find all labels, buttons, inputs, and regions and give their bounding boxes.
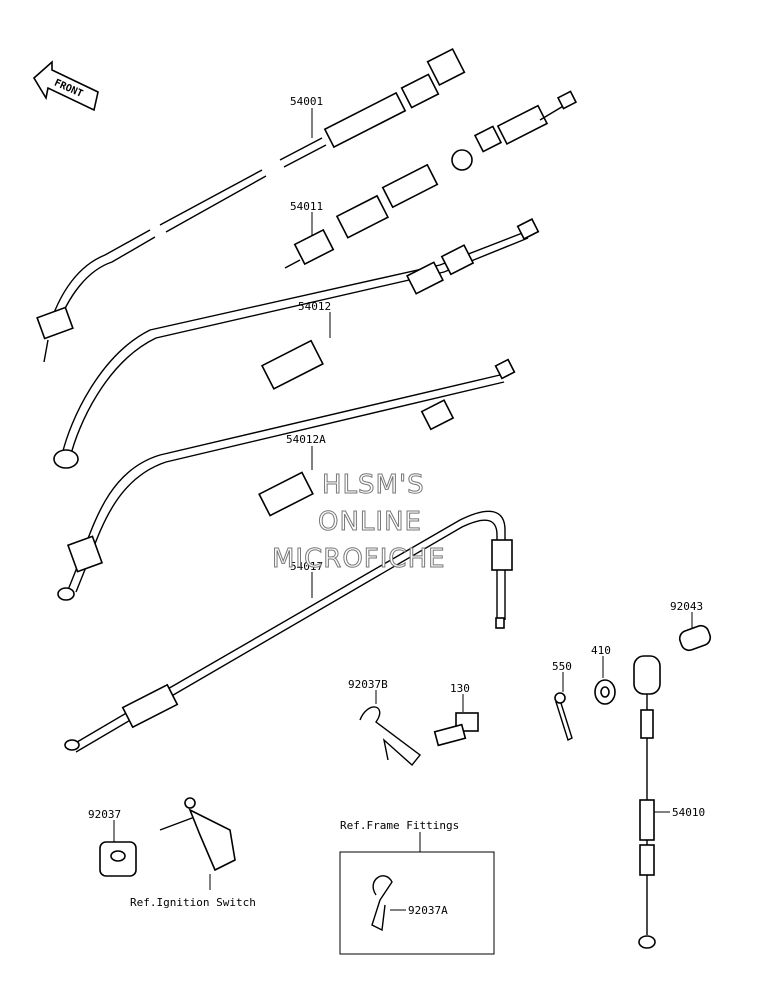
ref-frame-fittings: Ref.Frame Fittings <box>340 819 459 832</box>
label-92037A: 92037A <box>408 904 448 917</box>
ignition-bracket <box>159 797 236 872</box>
label-92043: 92043 <box>670 600 703 613</box>
label-92037: 92037 <box>88 808 121 821</box>
label-54012: 54012 <box>298 300 331 313</box>
label-54001: 54001 <box>290 95 323 108</box>
cable-54012A <box>57 358 516 601</box>
cable-54011 <box>284 90 578 269</box>
label-410: 410 <box>591 644 611 657</box>
label-130: 130 <box>450 682 470 695</box>
watermark: HLSM'S ONLINE MICROFICHE <box>272 470 446 575</box>
leader-lines <box>113 108 693 911</box>
part-92037B-clip <box>359 706 421 767</box>
watermark-line2: ONLINE <box>318 507 422 537</box>
watermark-line1: HLSM'S <box>322 470 425 500</box>
cable-54010 <box>633 655 661 949</box>
part-92037A-clip <box>371 875 393 932</box>
frame-fittings-box <box>339 851 495 955</box>
label-92037B: 92037B <box>348 678 388 691</box>
part-410-washer <box>594 679 616 705</box>
part-550-cotter-pin <box>554 692 573 741</box>
cable-54017 <box>64 510 513 753</box>
part-92037-clamp <box>99 841 137 877</box>
cable-54012 <box>53 218 540 469</box>
watermark-line3: MICROFICHE <box>272 544 446 574</box>
part-92043-pin <box>678 624 712 652</box>
label-54012A: 54012A <box>286 433 326 446</box>
part-130-bolt <box>433 712 479 747</box>
cable-54001 <box>36 47 466 363</box>
label-54017: 54017 <box>290 560 323 573</box>
label-54011: 54011 <box>290 200 323 213</box>
front-arrow-icon: FRONT <box>32 60 99 112</box>
label-54010: 54010 <box>672 806 705 819</box>
ref-ignition-switch: Ref.Ignition Switch <box>130 896 256 909</box>
label-550: 550 <box>552 660 572 673</box>
